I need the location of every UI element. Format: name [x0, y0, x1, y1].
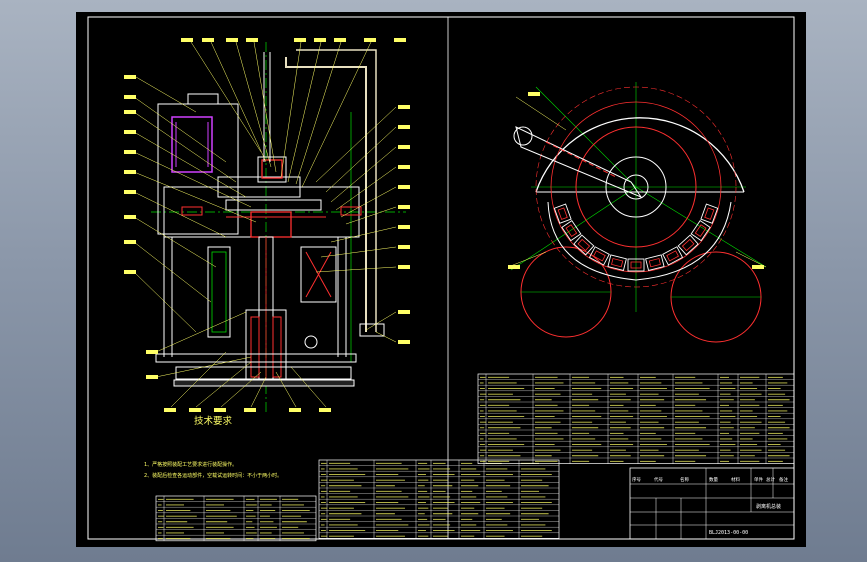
front-view	[510, 82, 767, 343]
drawing-number: BLJ2013-00-00	[709, 530, 748, 536]
balloon-marks-right	[508, 92, 764, 269]
blade	[662, 246, 684, 266]
blade	[677, 234, 699, 256]
header-unit: 单件	[754, 476, 763, 483]
tech-note-2: 2、装配后检查各运动部件，空载试运转时间：不小于两小时。	[144, 472, 282, 479]
rotor-blades	[553, 203, 719, 272]
leader-lines-left	[133, 41, 397, 408]
bom-table-middle	[318, 459, 560, 539]
header-qty: 数量	[709, 476, 718, 483]
blade	[645, 254, 665, 271]
header-total: 总计	[766, 476, 775, 483]
technical-requirements: 技术要求 1、严格按照装配工艺要求进行装配操作。 2、装配后检查各运动部件，空载…	[144, 415, 282, 479]
bom-table-right	[477, 373, 795, 464]
header-index: 序号	[632, 476, 641, 483]
blade	[553, 203, 572, 224]
drawing-frame	[87, 16, 795, 540]
title-block: 剥离机总装 BLJ2013-00-00	[629, 467, 795, 540]
blade	[588, 246, 610, 266]
section-view	[151, 42, 406, 412]
leader-lines-right	[507, 96, 767, 268]
blade	[627, 258, 645, 272]
drawing-name: 剥离机总装	[756, 503, 781, 510]
blade	[690, 220, 711, 242]
assembly-drawing: 技术要求 1、严格按照装配工艺要求进行装配操作。 2、装配后检查各运动部件，空载…	[87, 16, 795, 542]
bom-table-small	[155, 495, 317, 542]
tech-note-1: 1、严格按照装配工艺要求进行装配操作。	[144, 461, 237, 468]
blade	[700, 203, 719, 224]
header-material: 材料	[731, 476, 740, 483]
balloon-marks-left	[124, 38, 410, 412]
blade	[573, 234, 595, 256]
header-remark: 备注	[779, 476, 788, 483]
blade	[607, 254, 627, 271]
header-name: 名称	[680, 476, 689, 483]
header-code: 代号	[654, 476, 663, 483]
tech-title: 技术要求	[194, 415, 233, 427]
blade	[561, 220, 582, 242]
drawing-sheet: 技术要求 1、严格按照装配工艺要求进行装配操作。 2、装配后检查各运动部件，空载…	[76, 12, 806, 547]
bom-header: 序号 代号 名称 数量 材料 单件 总计 备注	[632, 476, 788, 483]
